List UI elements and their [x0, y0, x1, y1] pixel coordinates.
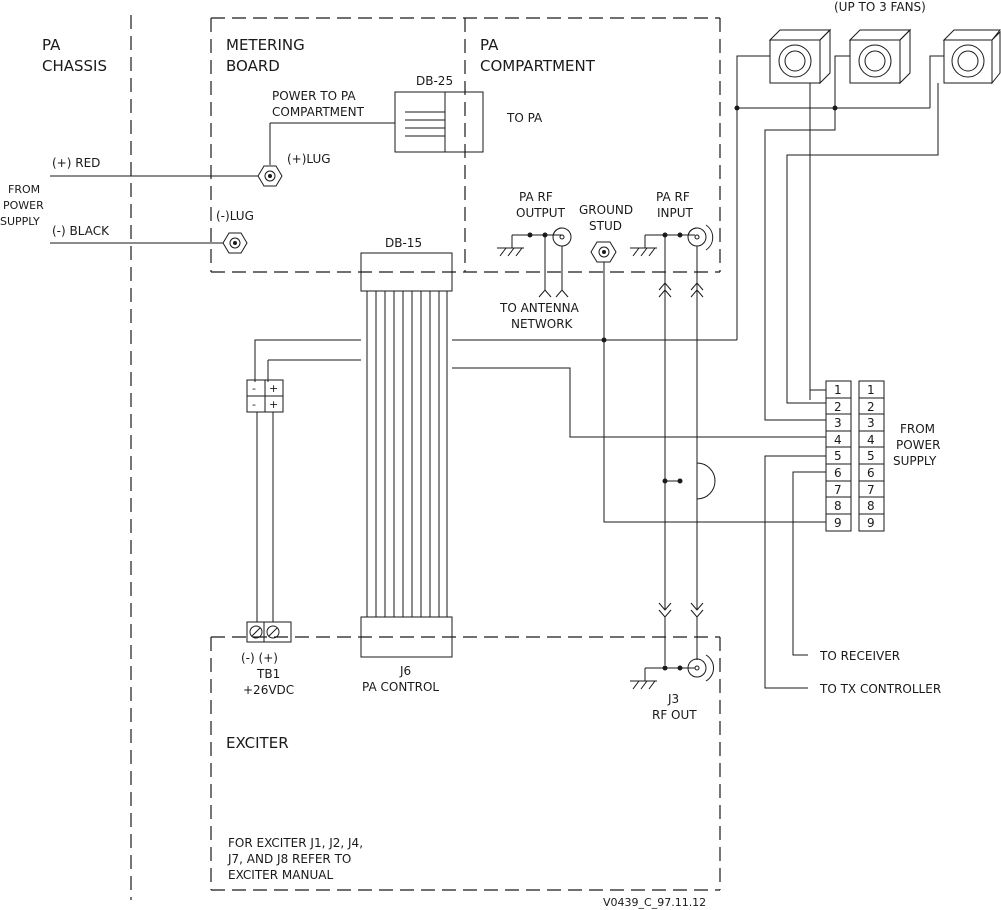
rf-coax-cable — [658, 235, 716, 665]
terminal-right-6: 6 — [867, 466, 875, 480]
j3-label-2: RF OUT — [652, 708, 697, 722]
pa-rf-input-label-2: INPUT — [657, 206, 694, 220]
fuse-minus-1: - — [252, 382, 256, 395]
power-to-pa-label-1: POWER TO PA — [272, 89, 356, 103]
pa-chassis-label-2: CHASSIS — [42, 57, 107, 75]
pa-chassis-label-1: PA — [42, 36, 61, 54]
terminal-right-9: 9 — [867, 516, 875, 530]
db25-label: DB-25 — [416, 74, 453, 88]
pa-compartment-label-2: COMPARTMENT — [480, 57, 596, 75]
db15-connector — [360, 252, 453, 292]
pa-rf-output-connector — [497, 227, 572, 298]
note-line-1: FOR EXCITER J1, J2, J4, — [228, 836, 363, 850]
neg-lug-label: (-)LUG — [216, 209, 254, 223]
j3-connector — [630, 654, 715, 690]
terminal-right-5: 5 — [867, 449, 875, 463]
fan-3 — [942, 29, 1001, 85]
db25-connector — [394, 91, 484, 153]
fuse-plus-2: + — [269, 398, 278, 411]
terminal-left-9: 9 — [834, 516, 842, 530]
from-ps-right-2: POWER — [896, 438, 940, 452]
tb1-terminal-block — [246, 621, 292, 643]
ribbon-branch-right-2 — [452, 367, 826, 438]
terminal-left-7: 7 — [834, 483, 842, 497]
pa-rf-output-label-1: PA RF — [519, 190, 553, 204]
exciter-label: EXCITER — [226, 734, 289, 752]
j6-connector — [360, 616, 453, 658]
from-ps-right-3: SUPPLY — [893, 454, 937, 468]
tx-controller-wire — [764, 455, 826, 689]
fuse-plus-1: + — [269, 382, 278, 395]
terminal-left-6: 6 — [834, 466, 842, 480]
fan-1 — [768, 28, 832, 85]
pa-rf-output-label-2: OUTPUT — [516, 206, 566, 220]
ground-stud — [590, 241, 617, 263]
neg-lug — [222, 232, 248, 254]
pa-compartment-label-1: PA — [480, 36, 499, 54]
pa-rf-input-connector — [630, 224, 714, 257]
ribbon-branch-left — [254, 339, 361, 382]
to-pa-label: TO PA — [506, 111, 543, 125]
from-ps-left-2: POWER — [3, 199, 44, 212]
tb1-label: TB1 — [256, 667, 280, 681]
terminal-left-3: 3 — [834, 416, 842, 430]
receiver-wire — [792, 471, 826, 656]
ribbon-cable — [366, 291, 448, 617]
pa-rf-input-label-1: PA RF — [656, 190, 690, 204]
to-tx-controller-label: TO TX CONTROLLER — [819, 682, 941, 696]
tb1-polarity-label: (-) (+) — [241, 651, 278, 665]
note-line-2: J7, AND J8 REFER TO — [227, 852, 351, 866]
terminal-left-2: 2 — [834, 400, 842, 414]
pos-red-label: (+) RED — [52, 156, 100, 170]
pos-lug — [257, 165, 283, 187]
fan-wiring — [734, 55, 944, 421]
terminal-right-4: 4 — [867, 433, 875, 447]
from-ps-left-3: SUPPLY — [0, 215, 40, 228]
to-receiver-label: TO RECEIVER — [819, 649, 900, 663]
db15-label: DB-15 — [385, 236, 422, 250]
ground-stud-label-1: GROUND — [579, 203, 633, 217]
terminal-strip — [825, 380, 885, 532]
j3-label-1: J3 — [667, 692, 679, 706]
terminal-numbers-right: 1 2 3 4 5 6 7 8 9 — [867, 383, 875, 530]
from-ps-right-1: FROM — [900, 422, 935, 436]
metering-board-label-1: METERING — [226, 36, 305, 54]
boundaries — [130, 15, 721, 900]
power-to-pa-label-2: COMPARTMENT — [272, 105, 365, 119]
terminal-right-2: 2 — [867, 400, 875, 414]
fuse-block — [246, 379, 284, 413]
ground-wire — [603, 262, 826, 523]
neg-black-label: (-) BLACK — [52, 224, 110, 238]
fans-label: (UP TO 3 FANS) — [834, 0, 926, 14]
terminal-left-5: 5 — [834, 449, 842, 463]
terminal-right-1: 1 — [867, 383, 875, 397]
fuse-minus-2: - — [252, 398, 256, 411]
j6-label-1: J6 — [399, 664, 411, 678]
to-antenna-label-2: NETWORK — [511, 317, 574, 331]
tb1-voltage-label: +26VDC — [243, 683, 294, 697]
from-ps-left-1: FROM — [8, 183, 40, 196]
terminal-left-8: 8 — [834, 499, 842, 513]
fan-2 — [848, 28, 912, 85]
terminal-left-1: 1 — [834, 383, 842, 397]
terminal-right-7: 7 — [867, 483, 875, 497]
j6-label-2: PA CONTROL — [362, 680, 439, 694]
metering-board-label-2: BOARD — [226, 57, 280, 75]
drawing-id: V0439_C_97.11.12 — [603, 896, 706, 909]
to-antenna-label-1: TO ANTENNA — [499, 301, 580, 315]
note-line-3: EXCITER MANUAL — [228, 868, 333, 882]
terminal-left-4: 4 — [834, 433, 842, 447]
terminal-right-8: 8 — [867, 499, 875, 513]
ground-stud-label-2: STUD — [589, 219, 622, 233]
pos-lug-label: (+)LUG — [287, 152, 331, 166]
terminal-numbers-left: 1 2 3 4 5 6 7 8 9 — [834, 383, 842, 530]
terminal-right-3: 3 — [867, 416, 875, 430]
